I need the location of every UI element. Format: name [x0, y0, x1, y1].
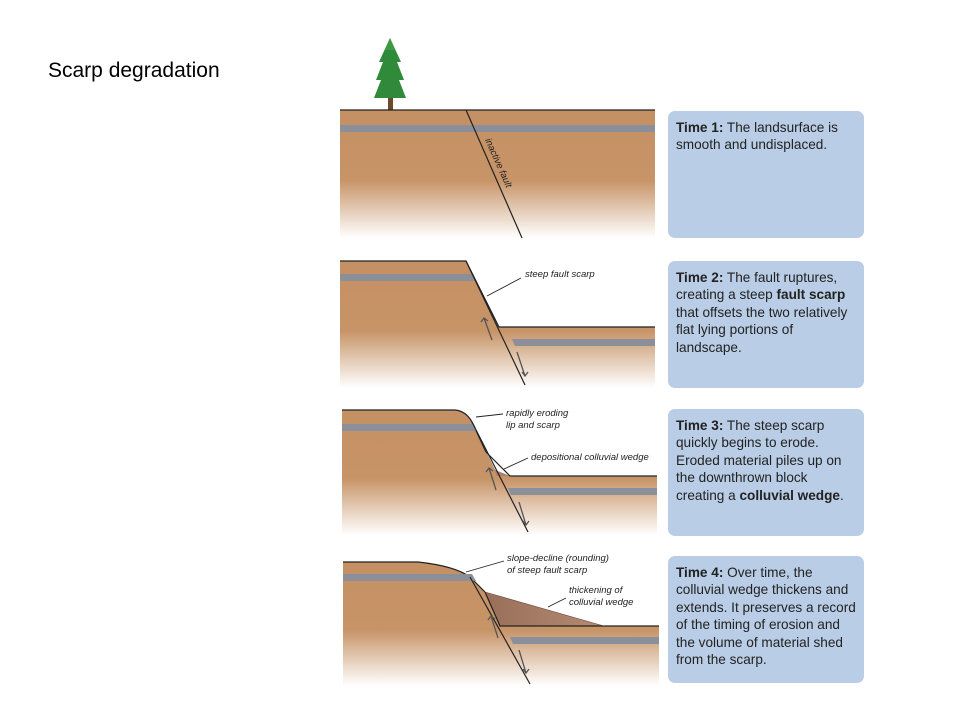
panel-2-cross-section: steep fault scarp — [340, 260, 655, 388]
time-1-text: The landsurface is smooth and undisplace… — [676, 120, 838, 153]
panel-1-cross-section: inactive fault — [340, 109, 655, 239]
colluvial-wedge-annotation-label: colluvial wedge — [569, 597, 633, 608]
time-4-label: Time 4: — [676, 565, 724, 580]
caption-time-4: Time 4: Over time, the colluvial wedge t… — [668, 556, 864, 683]
fault-scarp-term: fault scarp — [776, 287, 846, 303]
lip-and-scarp-label: lip and scarp — [506, 420, 560, 431]
depositional-colluvial-wedge-label: depositional colluvial wedge — [531, 452, 649, 463]
of-steep-fault-scarp-label: of steep fault scarp — [507, 565, 587, 576]
time-3-text-b: . — [839, 487, 844, 503]
time-3-text-a: The steep scarp quickly begins to erode.… — [676, 418, 842, 503]
tree-icon — [374, 38, 406, 110]
steep-fault-scarp-label: steep fault scarp — [525, 269, 595, 280]
panel-4-cross-section: slope-decline (rounding) of steep fault … — [343, 553, 659, 686]
panel-3-cross-section: rapidly eroding lip and scarp deposition… — [342, 408, 657, 535]
thickening-of-label: thickening of — [569, 585, 624, 596]
time-2-label: Time 2: — [676, 270, 724, 285]
time-2-text-b: that offsets the two relatively flat lyi… — [676, 304, 848, 355]
time-4-text: Over time, the colluvial wedge thickens … — [676, 565, 856, 668]
caption-time-1: Time 1: The landsurface is smooth and un… — [668, 111, 864, 238]
caption-time-2: Time 2: The fault ruptures, creating a s… — [668, 261, 864, 388]
rapidly-eroding-label: rapidly eroding — [506, 408, 569, 419]
colluvial-wedge-term: colluvial wedge — [739, 487, 840, 503]
time-3-label: Time 3: — [676, 418, 724, 433]
slope-decline-label: slope-decline (rounding) — [507, 553, 609, 564]
slide-title: Scarp degradation — [48, 59, 220, 82]
caption-time-3: Time 3: The steep scarp quickly begins t… — [668, 409, 864, 536]
time-2-text-a: The fault ruptures, creating a steep — [676, 270, 838, 303]
time-1-label: Time 1: — [676, 120, 724, 135]
